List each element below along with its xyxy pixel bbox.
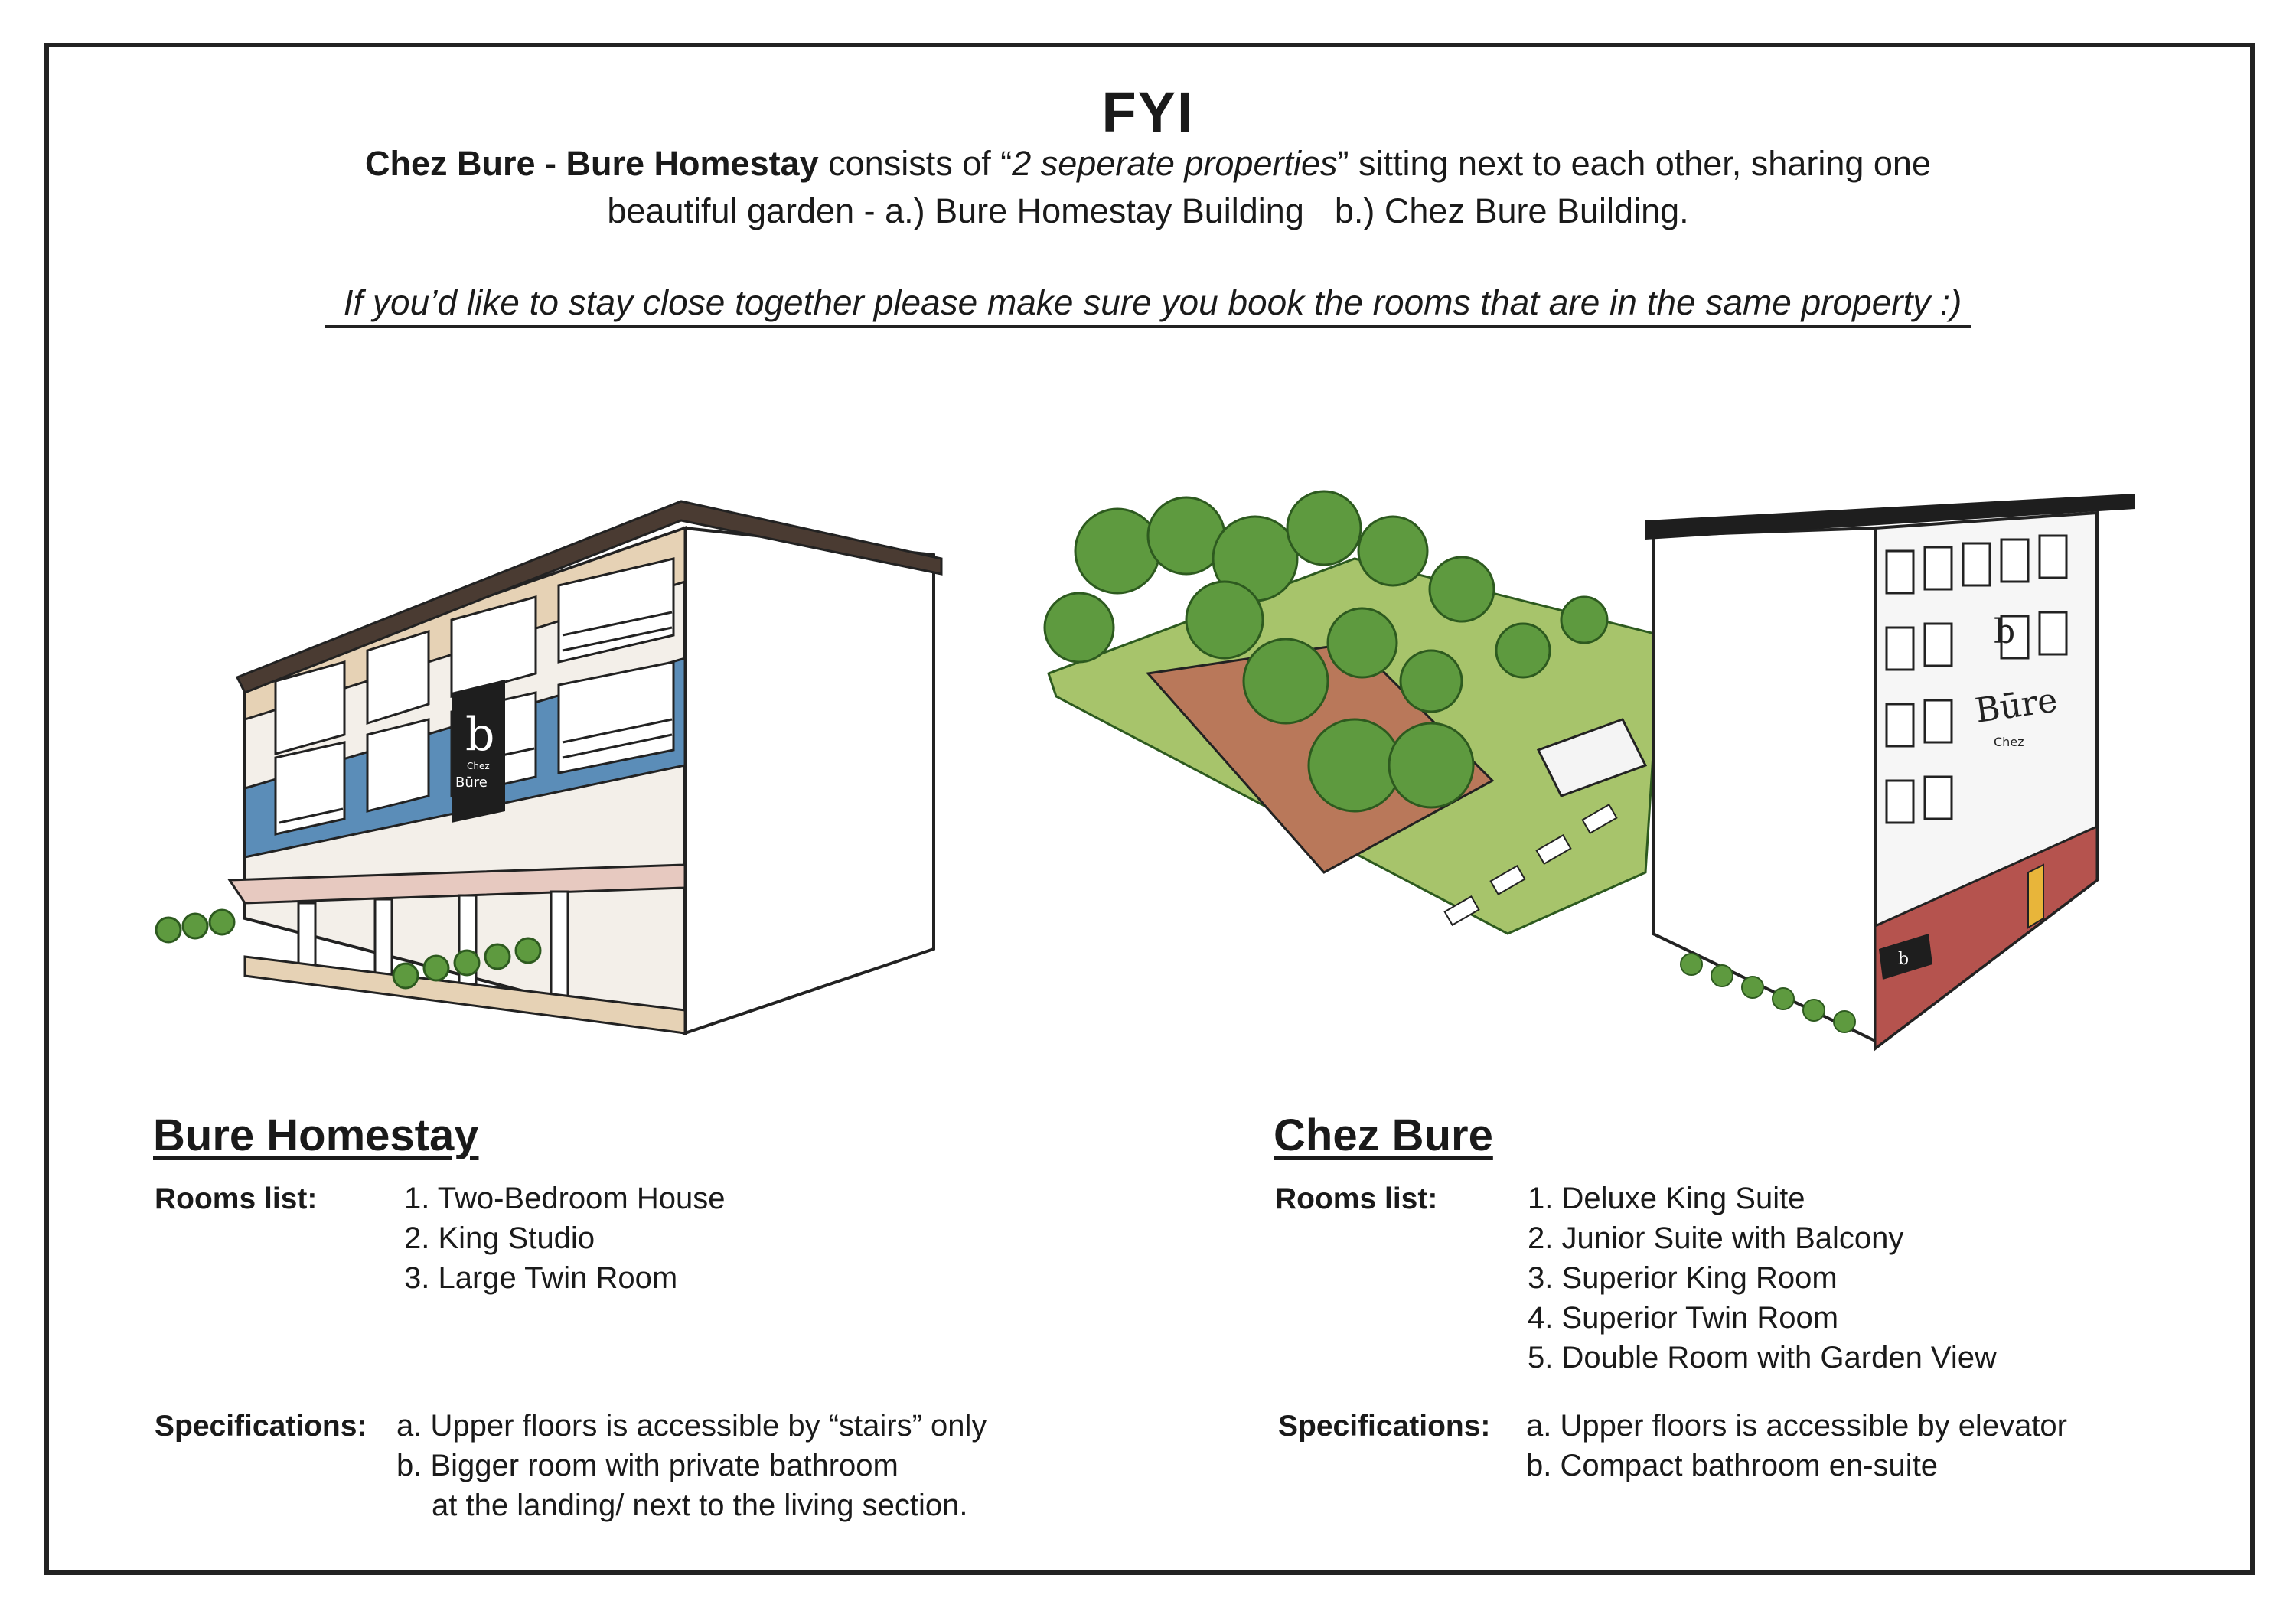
list-item: a. Upper floors is accessible by “stairs…: [396, 1409, 987, 1443]
homestay-sign-small: Chez: [467, 761, 490, 771]
chez-bure-spec-list: a. Upper floors is accessible by elevato…: [1526, 1406, 2067, 1485]
chez-bure-spec-label: Specifications:: [1278, 1410, 1491, 1443]
bure-homestay-spec-list: a. Upper floors is accessible by “stairs…: [396, 1406, 987, 1525]
intro-emphasis: 2 seperate properties: [1012, 144, 1338, 183]
chez-bure-rooms-list: 1. Deluxe King Suite 2. Junior Suite wit…: [1528, 1179, 1997, 1378]
homestay-sign-letter: b: [465, 708, 494, 761]
list-item: 2. Junior Suite with Balcony: [1528, 1221, 1904, 1255]
intro-building-b: b.) Chez Bure Building.: [1334, 191, 1689, 230]
list-item: 3. Superior King Room: [1528, 1261, 1838, 1295]
booking-note: If you’d like to stay close together ple…: [0, 282, 2296, 328]
bure-homestay-rooms-list: 1. Two-Bedroom House 2. King Studio 3. L…: [404, 1179, 725, 1298]
list-item: b. Compact bathroom en-suite: [1526, 1449, 1939, 1482]
chez-awning-letter: b: [1898, 950, 1909, 969]
intro-line-2: beautiful garden - a.) Bure Homestay Bui…: [0, 191, 2296, 231]
chez-bure-rooms-label: Rooms list:: [1275, 1182, 1438, 1215]
chez-bure-title: Chez Bure: [1274, 1110, 1493, 1160]
page-frame: [44, 43, 2255, 1575]
page-title: FYI: [1101, 80, 1195, 144]
intro-building-a: beautiful garden - a.) Bure Homestay Bui…: [607, 191, 1304, 230]
bure-homestay-illustration: b Chez Būre: [145, 429, 972, 1041]
homestay-sign-word: Būre: [455, 774, 488, 791]
bure-homestay-title: Bure Homestay: [153, 1110, 479, 1160]
chez-sign-small: Chez: [1994, 735, 2024, 749]
intro-line-1: Chez Bure - Bure Homestay consists of “2…: [0, 144, 2296, 184]
list-item: 3. Large Twin Room: [404, 1261, 678, 1295]
list-item: at the landing/ next to the living secti…: [432, 1489, 968, 1522]
list-item: 2. King Studio: [404, 1221, 595, 1255]
list-item: 5. Double Room with Garden View: [1528, 1341, 1997, 1375]
bure-homestay-rooms-label: Rooms list:: [155, 1182, 318, 1215]
chez-bure-illustration: b b Būre Chez: [1033, 444, 2143, 1079]
intro-text: consists of “: [818, 144, 1013, 183]
bure-homestay-spec-label: Specifications:: [155, 1410, 367, 1443]
list-item: a. Upper floors is accessible by elevato…: [1526, 1409, 2067, 1443]
list-item: 1. Two-Bedroom House: [404, 1182, 726, 1215]
intro-property-name: Chez Bure - Bure Homestay: [365, 144, 819, 183]
chez-sign-letter: b: [1994, 612, 2015, 651]
intro-text-end: ” sitting next to each other, sharing on…: [1337, 144, 1931, 183]
list-item: 1. Deluxe King Suite: [1528, 1182, 1805, 1215]
list-item: b. Bigger room with private bathroom: [396, 1449, 899, 1482]
list-item: 4. Superior Twin Room: [1528, 1301, 1839, 1335]
